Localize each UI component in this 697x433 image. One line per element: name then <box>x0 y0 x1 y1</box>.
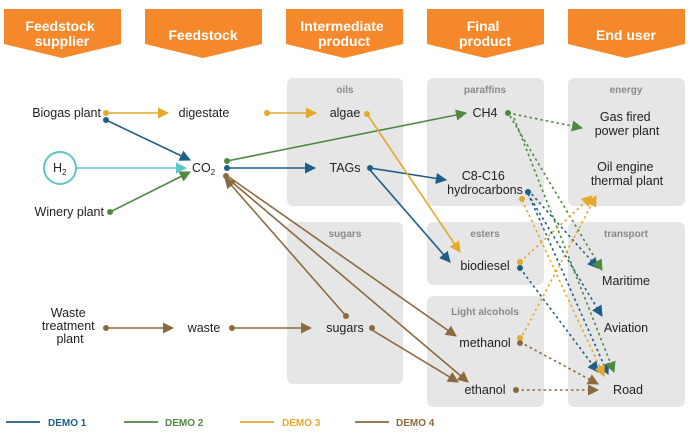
node-labels: Biogas plant Winery plant Waste treatmen… <box>32 106 663 397</box>
node-methanol: methanol <box>459 336 510 350</box>
node-digestate: digestate <box>179 106 230 120</box>
dot-wtp <box>103 325 109 331</box>
node-road: Road <box>613 383 643 397</box>
panel-energy <box>568 78 685 206</box>
legend: DEMO 1 DEMO 2 DEMO 3 DEMO 4 <box>6 418 435 429</box>
dot-co2-brown <box>223 173 229 179</box>
node-aviation: Aviation <box>604 321 648 335</box>
dot-biogas-yellow <box>103 110 109 116</box>
arrow-tags-to-biodiesel <box>369 169 451 263</box>
dot-digestate <box>264 110 270 116</box>
category-energy: energy <box>610 85 643 96</box>
dot-biodiesel-yellow <box>517 259 523 265</box>
dot-sugars <box>369 325 375 331</box>
arrow-sugars-to-ethanol <box>371 329 459 383</box>
node-algae: algae <box>330 106 361 120</box>
node-gas-power-plant: Gas fired power plant <box>595 110 660 138</box>
flow-arrows <box>76 107 616 396</box>
header-intermediate-product-text: Intermediate product <box>300 18 387 49</box>
arrow-co2-to-ethanol <box>225 176 469 383</box>
header-feedstock <box>145 9 262 58</box>
node-biodiesel: biodiesel <box>460 259 509 273</box>
legend-label-demo2: DEMO 2 <box>165 418 204 429</box>
arrow-winery-to-co2 <box>109 171 192 213</box>
node-c8c16: C8-C16 hydrocarbons <box>447 169 523 197</box>
node-maritime: Maritime <box>602 274 650 288</box>
arrow-c8c16-to-road-yellow <box>521 199 605 378</box>
dot-c8c16-blue <box>525 189 531 195</box>
column-headers: Feedstock supplier Feedstock Intermediat… <box>4 9 685 58</box>
dot-sugars-up <box>343 313 349 319</box>
legend-label-demo4: DEMO 4 <box>396 418 435 429</box>
dot-winery <box>107 209 113 215</box>
category-esters: esters <box>470 229 500 240</box>
header-final-product-text: Final product <box>459 18 511 49</box>
arrow-co2-to-ch4 <box>226 109 468 162</box>
dot-methanol-brown <box>517 340 523 346</box>
header-end-user-text: End user <box>596 27 656 43</box>
h2-circle <box>43 151 77 185</box>
category-transport: transport <box>604 229 649 240</box>
node-tags: TAGs <box>329 161 360 175</box>
legend-label-demo3: DEMO 3 <box>282 418 321 429</box>
dot-tags <box>367 165 373 171</box>
header-feedstock-text: Feedstock <box>168 27 237 43</box>
panel-sugars <box>287 222 403 384</box>
category-light-alcohols: Light alcohols <box>451 307 519 318</box>
dot-co2-blue <box>224 165 230 171</box>
arrow-c8c16-to-maritime <box>527 189 599 269</box>
header-intermediate-product <box>286 9 403 58</box>
dot-algae <box>364 111 370 117</box>
arrow-methanol-to-road <box>519 341 599 385</box>
node-oil-engine-plant: Oil engine thermal plant <box>591 160 664 188</box>
node-waste: waste <box>187 321 221 335</box>
node-ch4: CH4 <box>472 106 497 120</box>
dot-waste <box>229 325 235 331</box>
category-paraffins: paraffins <box>464 85 507 96</box>
node-biogas-plant: Biogas plant <box>32 106 101 120</box>
arrow-biogas-to-co2 <box>105 119 192 161</box>
arrow-algae-to-biodiesel <box>366 113 461 253</box>
dot-co2-green <box>224 158 230 164</box>
arrow-c8c16-to-aviation <box>527 193 603 317</box>
arrow-ch4-to-maritime <box>509 115 603 271</box>
header-end-user <box>568 9 685 58</box>
arrow-ch4-to-gas-plant <box>507 112 584 132</box>
arrow-ch4-to-road <box>513 117 616 374</box>
arrow-co2-to-methanol <box>225 174 457 337</box>
category-sugars: sugars <box>329 229 362 240</box>
dot-c8c16-yellow <box>519 196 525 202</box>
connector-dots <box>103 110 531 393</box>
node-co2: CO2 <box>192 161 216 177</box>
node-ethanol: ethanol <box>464 383 505 397</box>
panel-transport <box>568 222 685 407</box>
header-feedstock-supplier-text: Feedstock supplier <box>25 18 98 49</box>
node-winery-plant: Winery plant <box>35 205 105 219</box>
dot-ethanol <box>513 387 519 393</box>
header-final-product <box>427 9 544 58</box>
dot-ch4 <box>505 110 511 116</box>
dot-methanol-yellow <box>517 335 523 341</box>
legend-label-demo1: DEMO 1 <box>48 418 87 429</box>
node-waste-treatment-plant: Waste treatment plant <box>42 306 98 346</box>
dot-biodiesel-blue <box>517 265 523 271</box>
category-labels: oils sugars paraffins esters Light alcoh… <box>329 85 649 318</box>
node-h2: H2 <box>53 161 67 177</box>
arrow-c8c16-to-road <box>529 197 610 376</box>
panel-esters <box>427 222 544 285</box>
node-sugars: sugars <box>326 321 364 335</box>
arrow-sugars-to-co2 <box>224 177 347 317</box>
dot-biogas-blue <box>103 117 109 123</box>
category-oils: oils <box>336 85 354 96</box>
header-feedstock-supplier <box>4 9 121 58</box>
